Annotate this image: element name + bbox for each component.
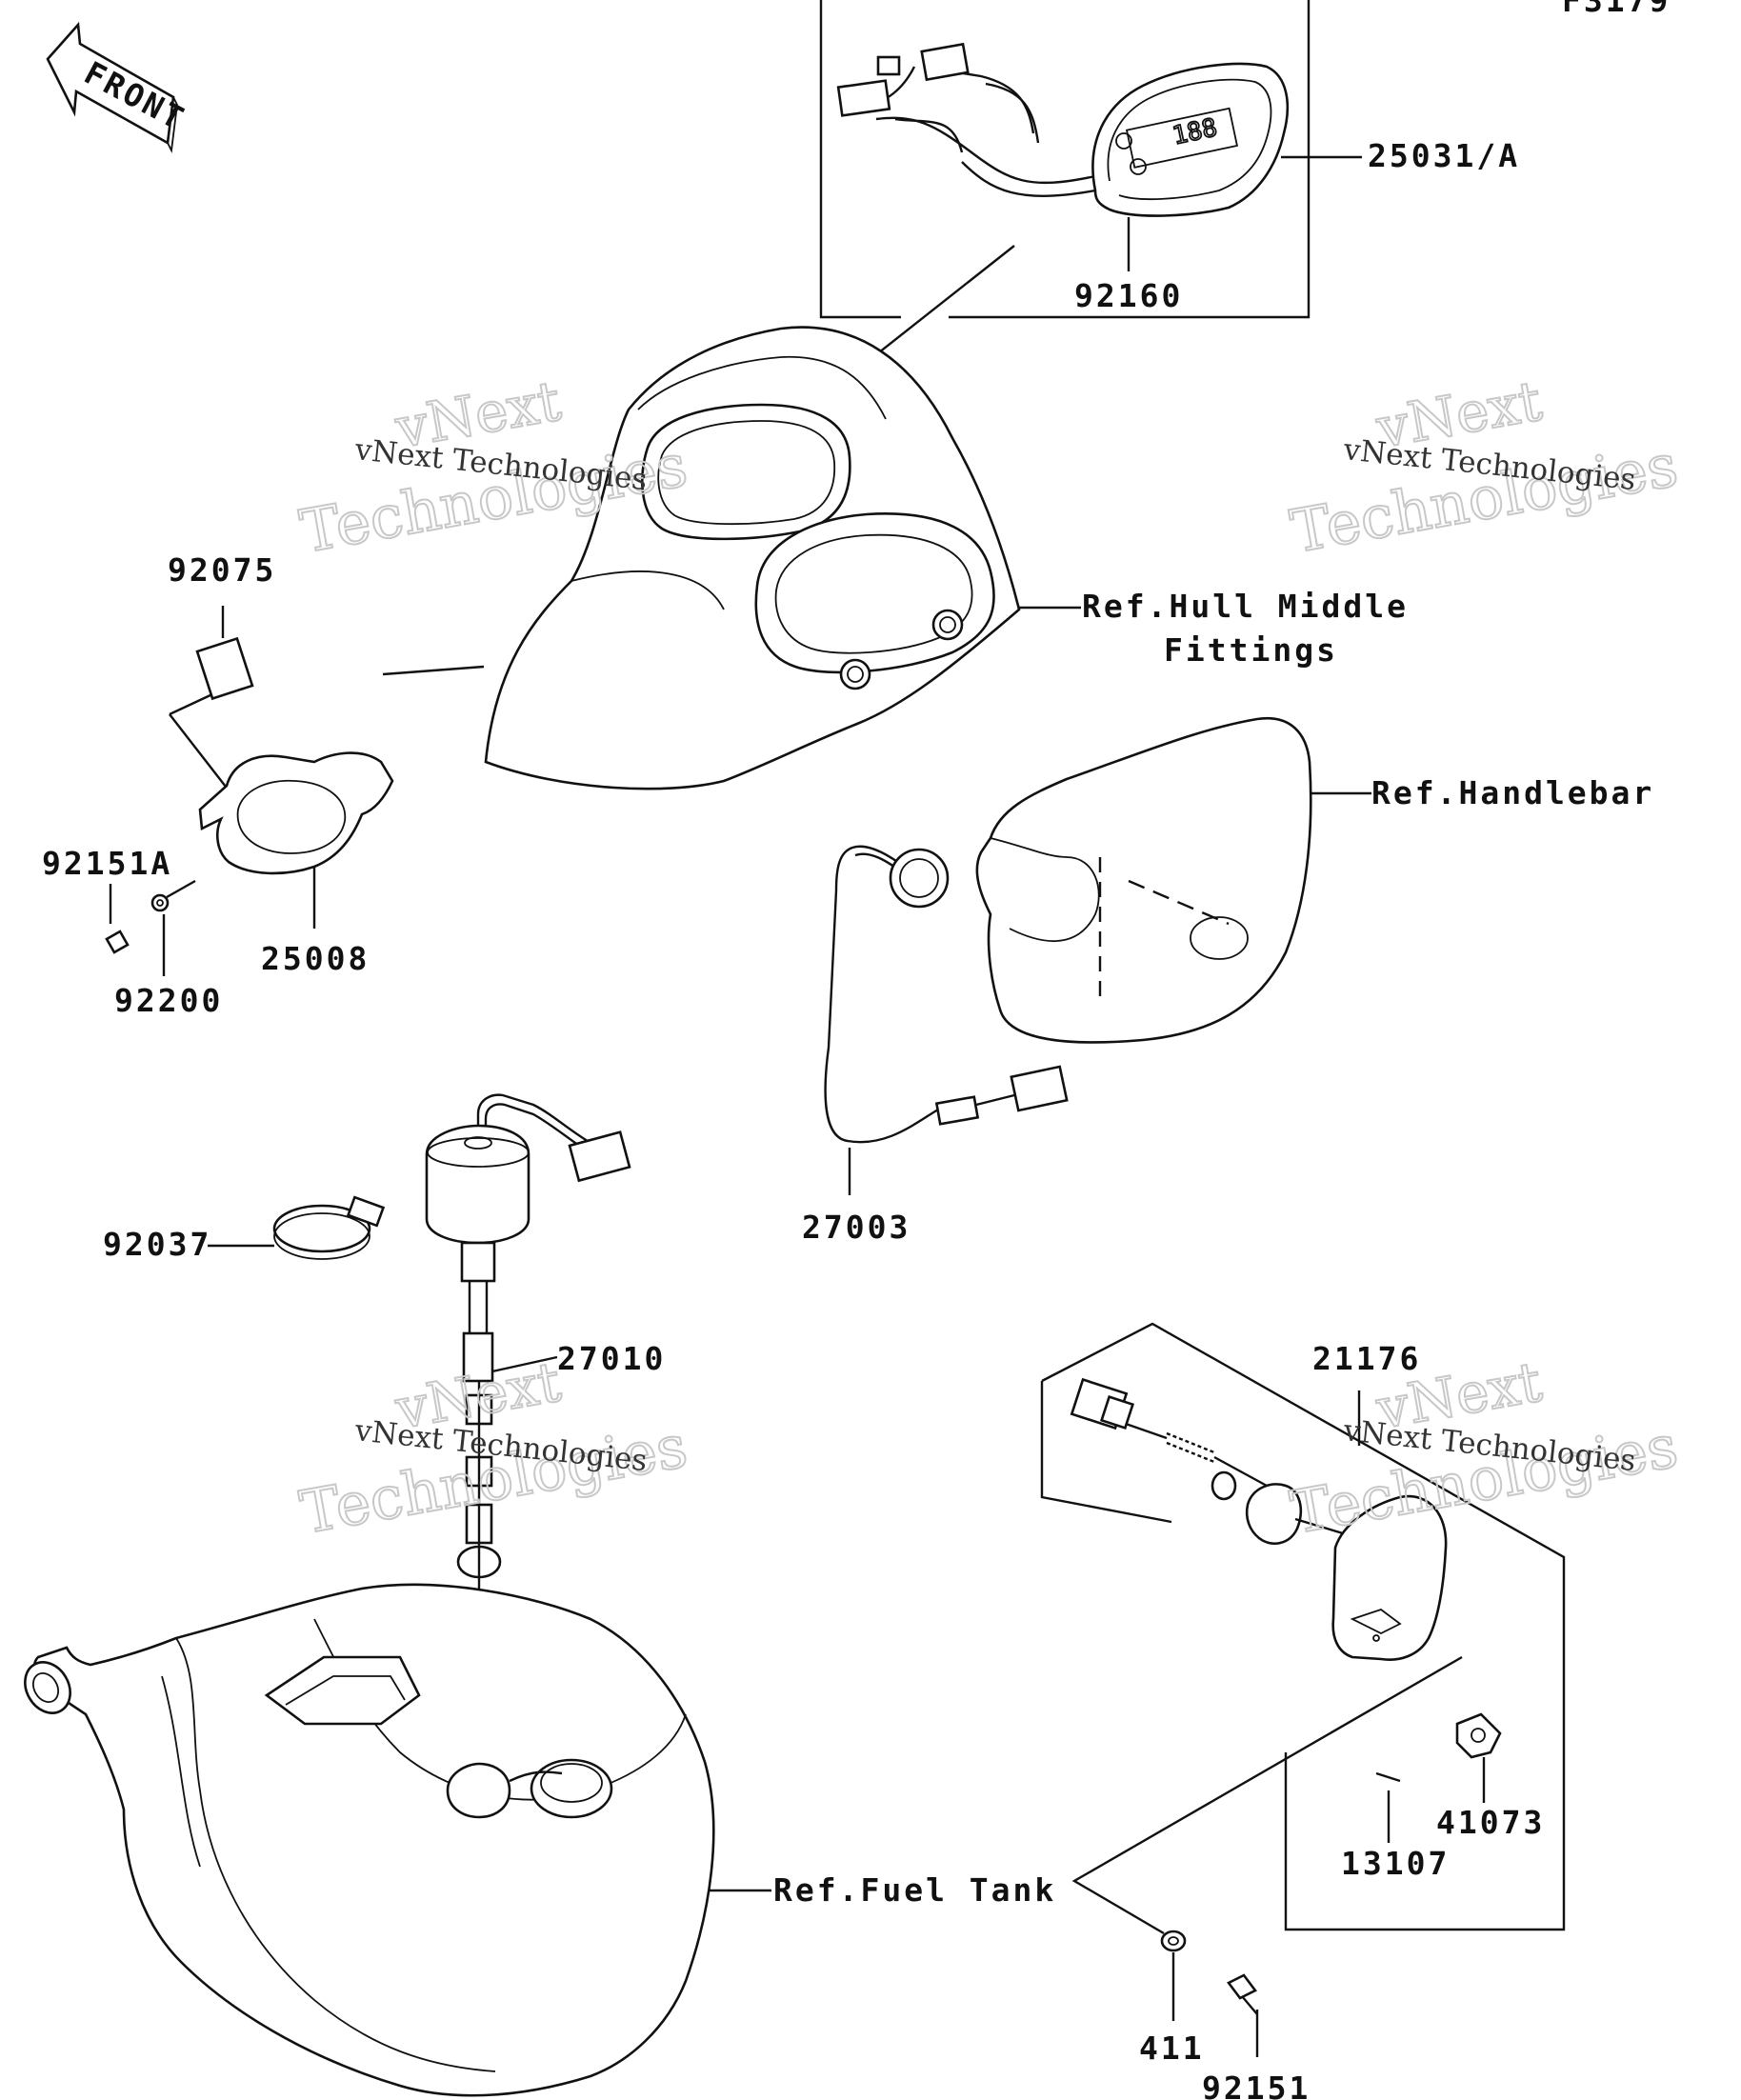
switch-cable [824,845,1069,1195]
meter-assembly-box: 188 [819,0,1362,319]
label-hull-line2: Fittings [1164,631,1338,669]
label-92151a: 92151A [42,845,172,882]
label-92200: 92200 [114,982,223,1019]
fuel-level-sender [425,1093,631,1789]
label-handlebar: Ref.Handlebar [1371,774,1654,811]
label-fuel-tank: Ref.Fuel Tank [773,1871,1056,1909]
label-92037: 92037 [103,1226,211,1263]
label-92075: 92075 [168,551,276,589]
sensor-assembly-box [1040,1322,1566,1935]
band-clamp [208,1195,386,1260]
label-hull-line1: Ref.Hull Middle [1082,588,1409,625]
hull-middle-fittings [484,326,1081,790]
label-41073: 41073 [1436,1804,1545,1841]
label-92160: 92160 [1074,277,1183,314]
label-21176: 21176 [1312,1340,1421,1377]
front-arrow-icon: FRONT [46,21,192,154]
washer-and-bolt [1160,1930,1259,2057]
watermark-top-right: vNext Technologies vNext Technologies [1285,368,1684,568]
label-13107: 13107 [1341,1845,1450,1882]
watermark-middle-left: vNext Technologies vNext Technologies [294,1349,693,1549]
label-92151: 92151 [1202,2070,1311,2100]
watermark-middle-right: vNext Technologies vNext Technologies [1285,1349,1684,1549]
diagram-code: F3179 [1562,0,1671,19]
label-25008: 25008 [261,940,370,977]
label-411: 411 [1139,2030,1205,2067]
label-25031: 25031/A [1368,137,1520,174]
label-27010: 27010 [557,1340,666,1377]
meter-bracket [105,606,485,976]
handlebar-cover [975,716,1371,1044]
label-27003: 27003 [802,1209,911,1246]
fuel-tank [24,1583,771,2097]
